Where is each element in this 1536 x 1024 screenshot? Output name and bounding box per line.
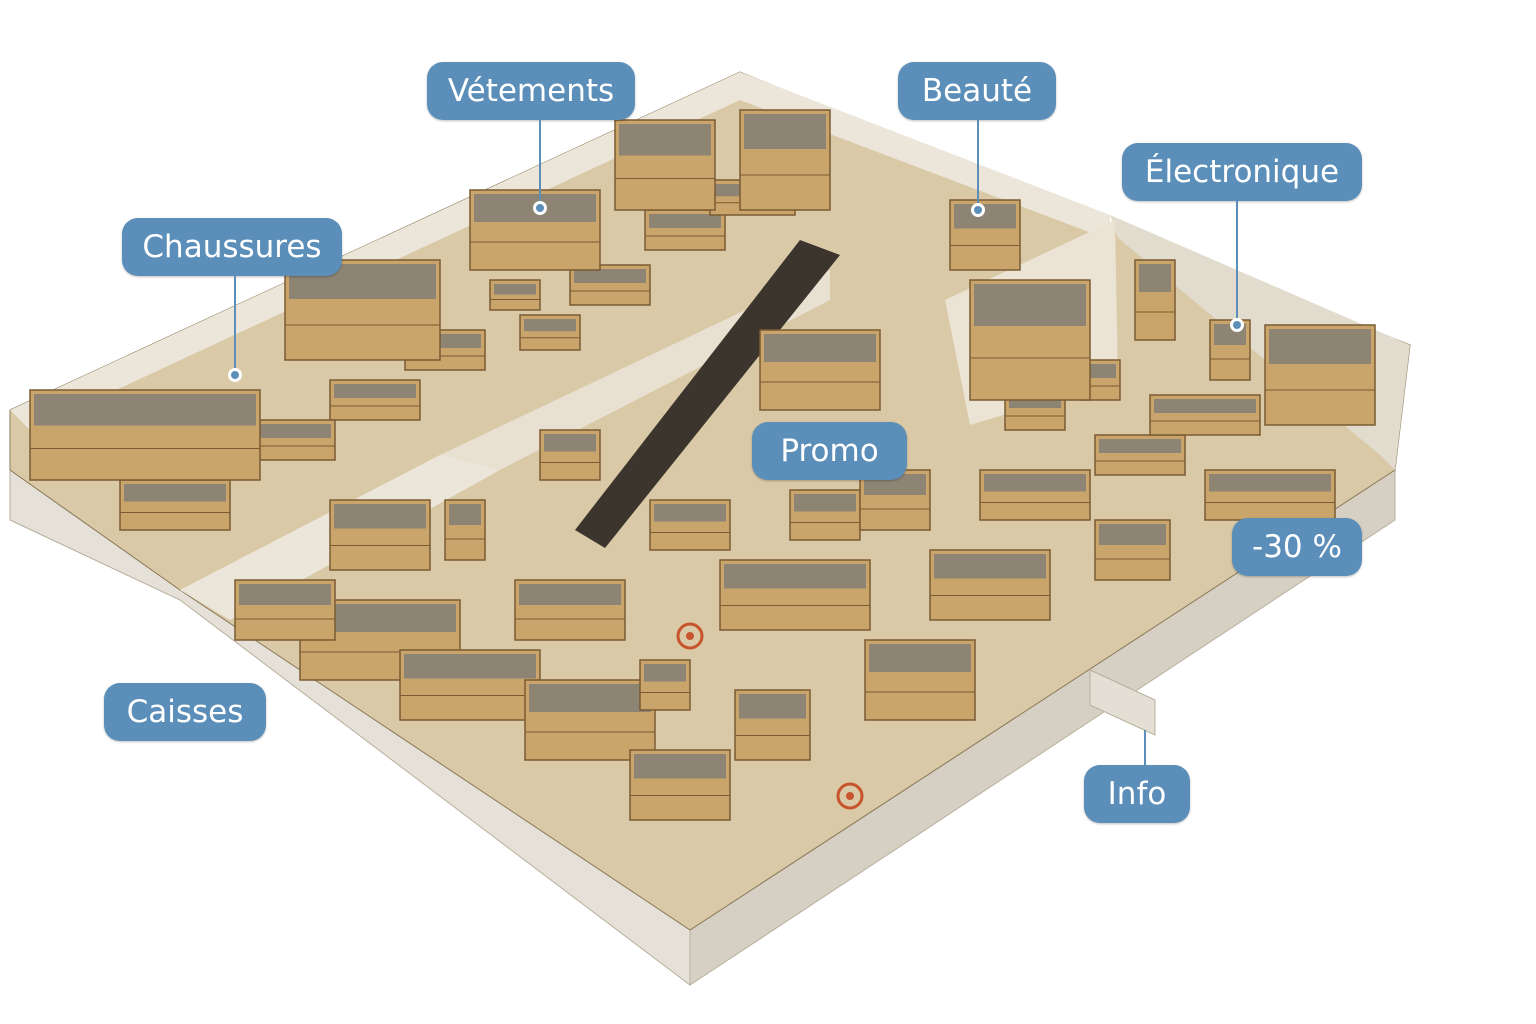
target-marker-icon xyxy=(676,622,704,650)
zone-label-beaute[interactable]: Beauté xyxy=(898,62,1056,120)
discount-badge[interactable]: -30 % xyxy=(1232,518,1362,576)
zone-label-promo[interactable]: Promo xyxy=(752,422,907,480)
leader-line xyxy=(234,276,236,372)
shelf-products xyxy=(984,474,1086,492)
shelf-products xyxy=(334,384,416,398)
shelf-products xyxy=(544,434,596,452)
shelf-products xyxy=(524,319,576,332)
shelf-products xyxy=(519,584,621,605)
shelf-products xyxy=(334,504,426,529)
target-marker-icon xyxy=(686,632,694,640)
shelf-products xyxy=(954,204,1016,229)
zone-label-chaussures[interactable]: Chaussures xyxy=(122,218,342,276)
zone-label-info[interactable]: Info xyxy=(1084,765,1190,823)
shelf-products xyxy=(764,334,876,362)
back-wall xyxy=(10,72,740,430)
shelf-products xyxy=(619,124,711,156)
shelf-products xyxy=(634,754,726,779)
leader-line xyxy=(1144,730,1146,766)
shelf-products xyxy=(724,564,866,589)
info-wall xyxy=(1089,669,1156,736)
shelf-products xyxy=(644,664,686,682)
shelf-products xyxy=(794,494,856,512)
shelf-products xyxy=(654,504,726,522)
shelf-products xyxy=(34,394,256,426)
shelf-products xyxy=(239,584,331,605)
shelf-products xyxy=(739,694,806,719)
target-marker-icon xyxy=(846,792,854,800)
zone-label-vetements[interactable]: Vétements xyxy=(427,62,635,120)
shelf-products xyxy=(974,284,1086,326)
shelf-products xyxy=(1269,329,1371,364)
shelf-products xyxy=(744,114,826,149)
location-pin-icon[interactable] xyxy=(1230,318,1244,332)
back-wall xyxy=(740,72,1110,240)
shelf-products xyxy=(934,554,1046,579)
shelf-products xyxy=(449,504,481,525)
shelf-products xyxy=(649,214,721,228)
shelf-products xyxy=(1154,399,1256,413)
shelf-products xyxy=(494,284,536,295)
shelf-products xyxy=(1099,524,1166,545)
shelf-products xyxy=(1139,264,1171,292)
shelf-products xyxy=(124,484,226,502)
zone-label-electronique[interactable]: Électronique xyxy=(1122,143,1362,201)
leader-line xyxy=(977,120,979,204)
location-pin-icon[interactable] xyxy=(971,203,985,217)
shelf-products xyxy=(404,654,536,679)
shelf-products xyxy=(1209,474,1331,492)
location-pin-icon[interactable] xyxy=(228,368,242,382)
partition-wall xyxy=(440,270,830,470)
escalator xyxy=(575,240,840,548)
leader-line xyxy=(1236,201,1238,319)
shelf-products xyxy=(1084,364,1116,378)
shelf-products xyxy=(574,269,646,283)
target-marker-icon xyxy=(836,782,864,810)
shelf-products xyxy=(1099,439,1181,453)
location-pin-icon[interactable] xyxy=(533,201,547,215)
shelf-products xyxy=(869,644,971,672)
leader-line xyxy=(539,120,541,202)
shelf-products xyxy=(529,684,651,712)
zone-label-caisses[interactable]: Caisses xyxy=(104,683,266,741)
